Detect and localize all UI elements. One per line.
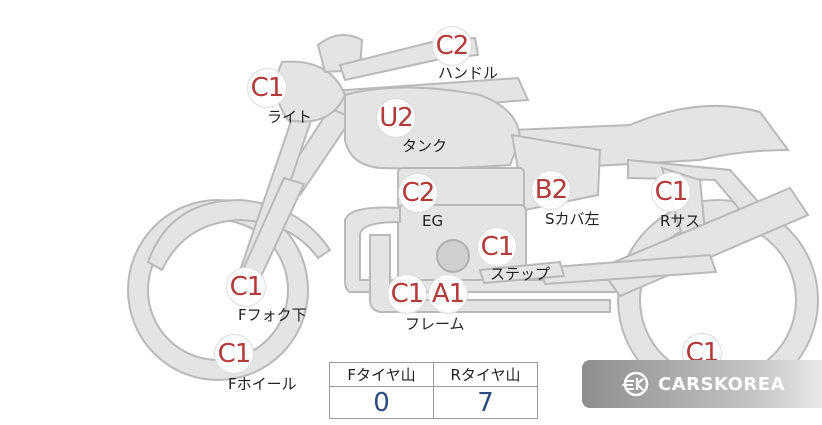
- brand-name: CARSKOREA: [658, 373, 785, 395]
- damage-marker: C1: [226, 267, 266, 307]
- damage-marker: A1: [428, 274, 468, 314]
- part-label: フレーム: [405, 315, 465, 333]
- rear-tread-value: 7: [433, 386, 538, 419]
- damage-marker: B2: [531, 170, 571, 210]
- part-label: Rサス: [660, 212, 701, 230]
- part-label: Fフォク下: [238, 306, 307, 324]
- part-label: ステップ: [490, 265, 551, 283]
- part-label: ハンドル: [438, 64, 499, 82]
- part-label: Sカバ左: [545, 210, 600, 228]
- damage-marker: C2: [432, 26, 472, 66]
- part-label: タンク: [402, 137, 448, 155]
- damage-marker: C1: [651, 172, 691, 212]
- footpeg: [478, 260, 566, 285]
- damage-marker: C2: [398, 173, 438, 213]
- damage-marker: C1: [477, 227, 517, 267]
- part-label: ライト: [267, 108, 313, 126]
- rear-tread-header: Rタイヤ山: [433, 362, 538, 387]
- part-label: Fホイール: [228, 375, 297, 393]
- brand-watermark: CARSKOREA: [582, 360, 822, 408]
- part-label: EG: [422, 212, 444, 230]
- front-tread-header: Fタイヤ山: [329, 362, 434, 387]
- carskorea-logo-icon: [622, 371, 649, 397]
- front-tread-value: 0: [329, 386, 434, 419]
- tire-tread-table: Fタイヤ山 Rタイヤ山 0 7: [329, 362, 538, 419]
- damage-marker: C1: [214, 334, 254, 374]
- damage-marker: U2: [376, 98, 416, 138]
- damage-marker: C1: [387, 274, 427, 314]
- damage-marker: C1: [247, 68, 287, 108]
